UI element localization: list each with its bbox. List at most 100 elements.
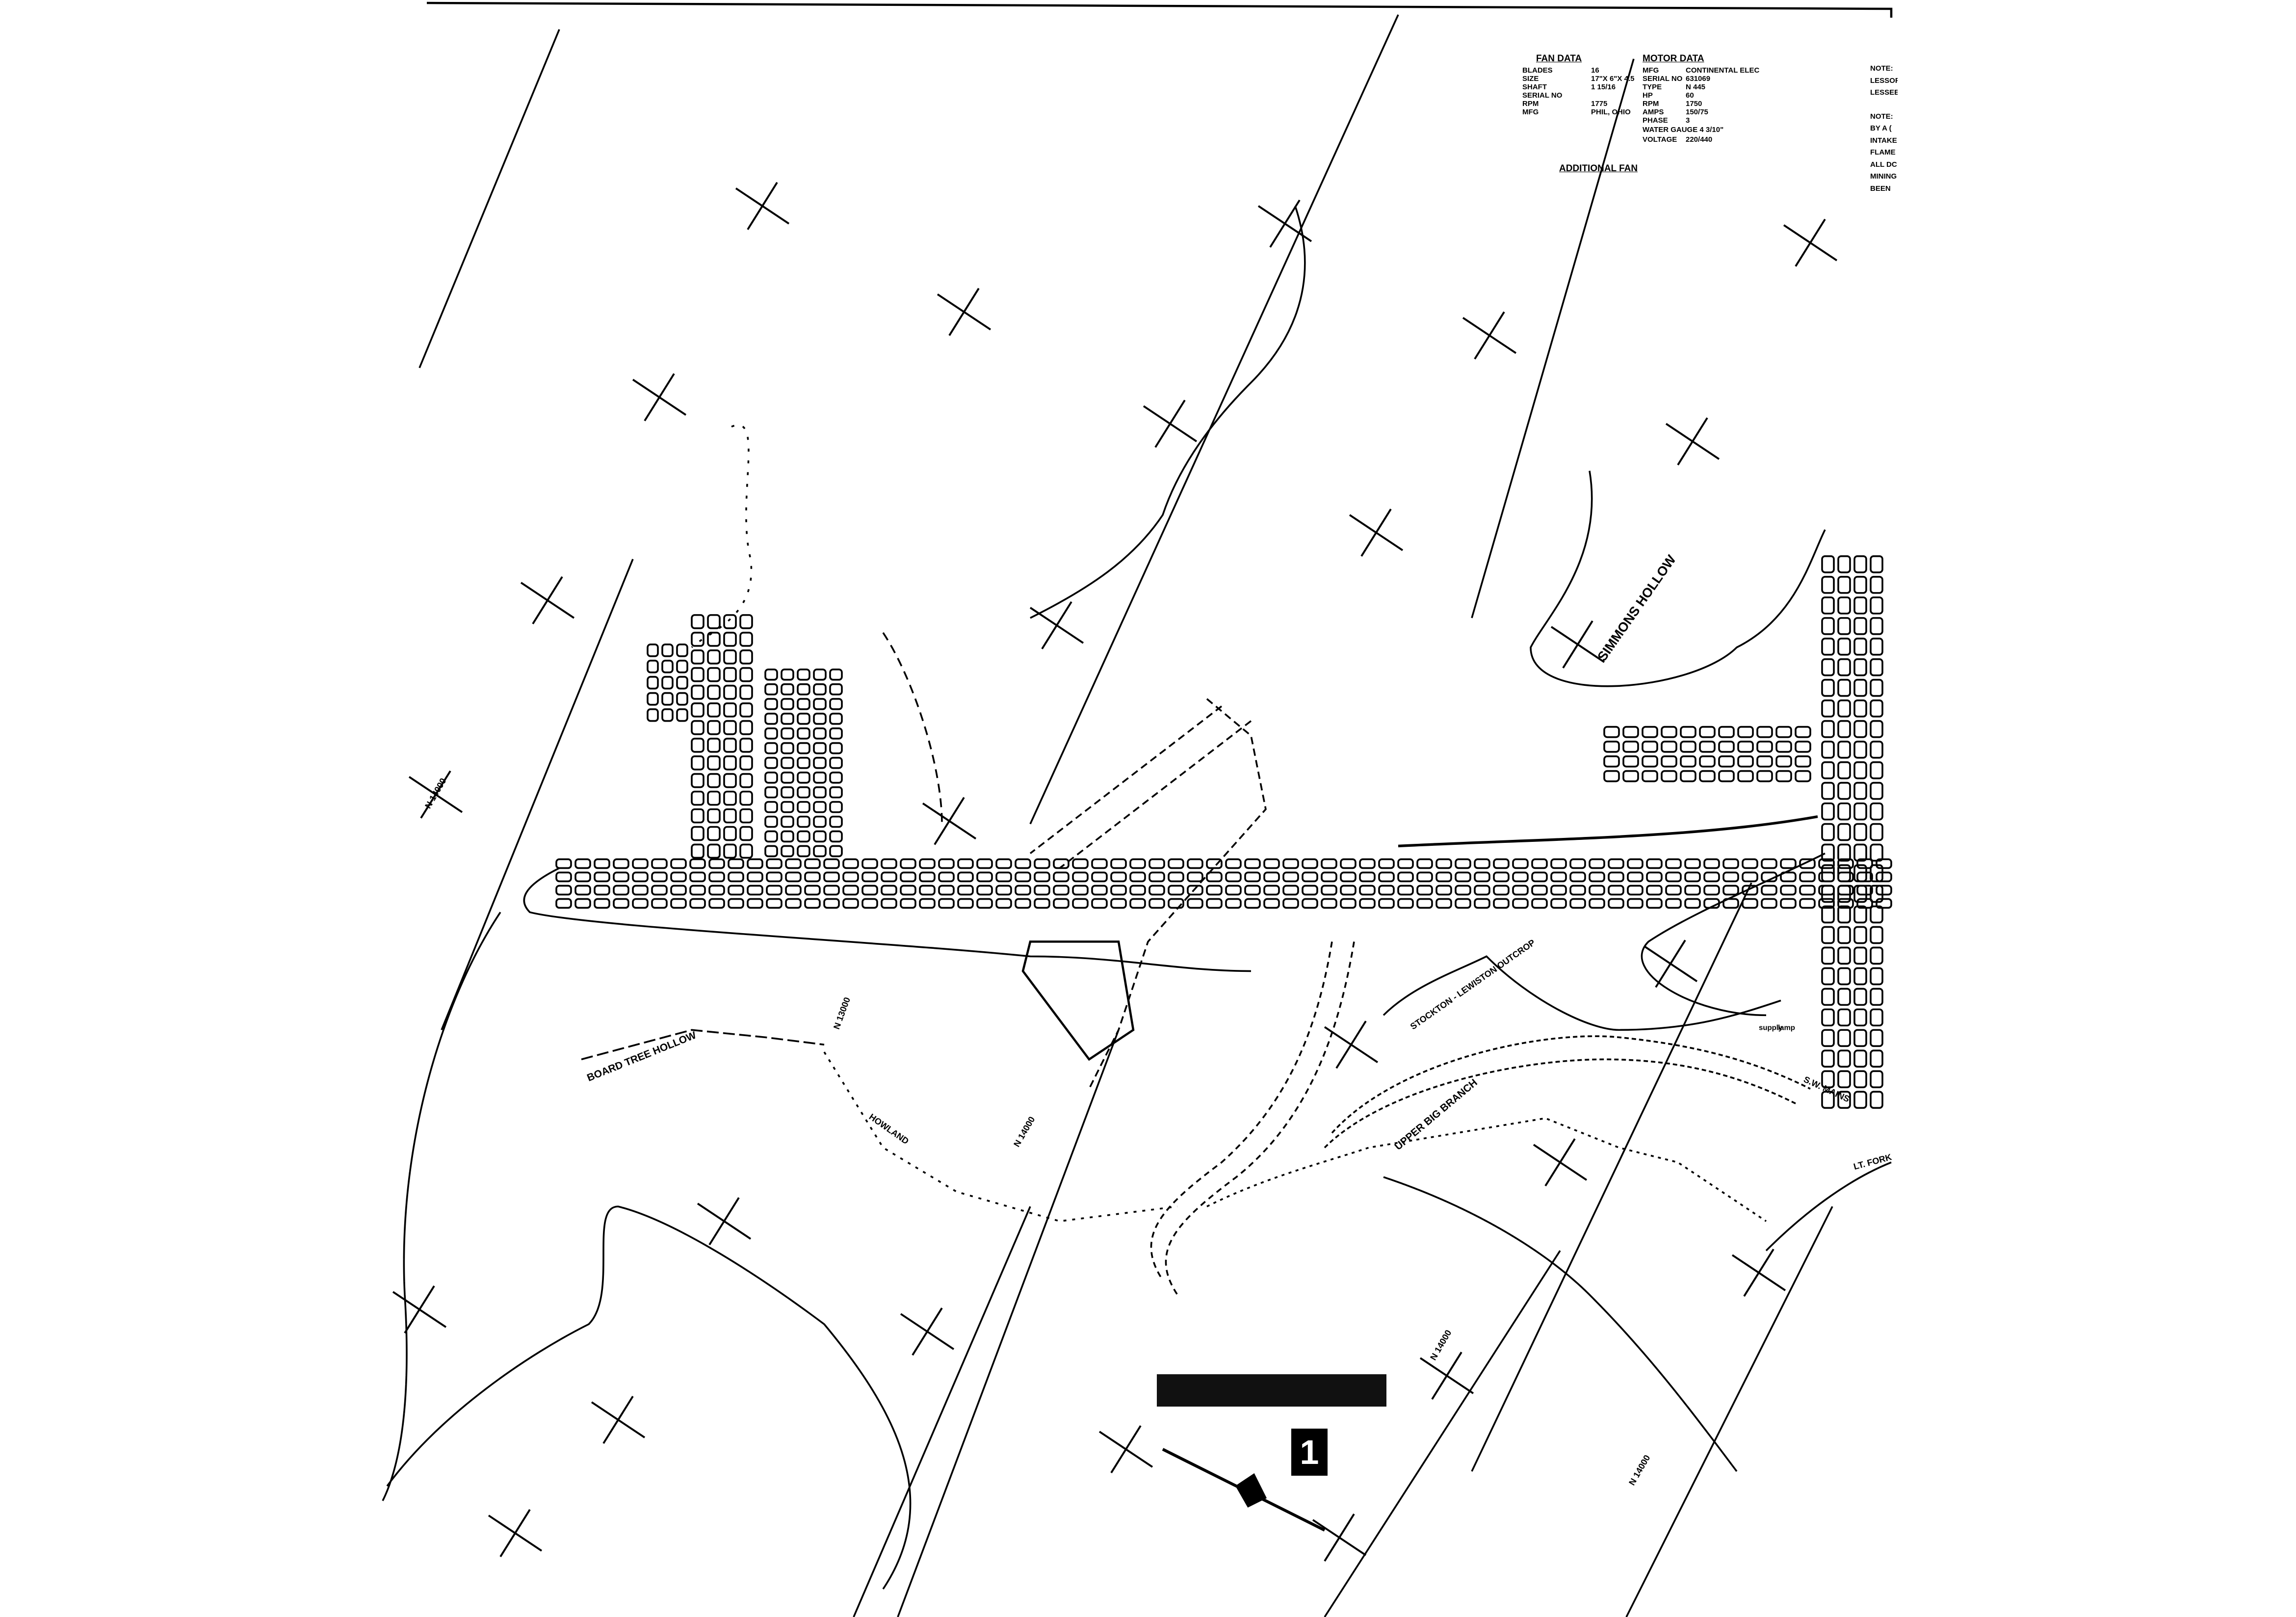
- pillar: [707, 614, 721, 629]
- pillar: [613, 858, 629, 869]
- pillar: [691, 790, 704, 806]
- grid-cross: [1335, 1020, 1367, 1069]
- pillar: [1853, 988, 1867, 1006]
- pillar: [689, 885, 706, 896]
- pillar: [900, 858, 916, 869]
- pillar: [1550, 858, 1567, 869]
- row-label: PHASE: [1643, 116, 1668, 125]
- pillar: [707, 773, 721, 788]
- pillar: [707, 631, 721, 647]
- pillar: [861, 898, 878, 909]
- pillar: [1837, 843, 1851, 862]
- pillar: [1416, 898, 1433, 909]
- pillar: [813, 815, 827, 828]
- pillar: [1870, 575, 1883, 594]
- pillar: [708, 885, 725, 896]
- pillar: [976, 898, 993, 909]
- pillar: [995, 871, 1012, 883]
- pillar: [1244, 885, 1261, 896]
- grid-cross: [1474, 311, 1505, 360]
- pillar: [829, 845, 843, 858]
- pillar: [676, 643, 688, 657]
- pillar: [1853, 1091, 1867, 1109]
- pillar: [670, 858, 687, 869]
- pillar: [1680, 726, 1696, 738]
- pillar: [676, 676, 688, 690]
- grid-cross: [747, 182, 778, 230]
- pillar: [781, 712, 794, 725]
- pillar: [1795, 740, 1811, 753]
- pillar: [632, 871, 649, 883]
- pillar: [1821, 555, 1835, 574]
- pillar: [919, 871, 936, 883]
- pillar: [1110, 858, 1127, 869]
- pillar: [1821, 843, 1835, 862]
- row-value: N 445: [1686, 83, 1706, 91]
- pillar: [1761, 885, 1777, 896]
- pillar: [1837, 699, 1851, 718]
- pillar: [1684, 858, 1701, 869]
- pillar: [1646, 871, 1663, 883]
- pillar: [707, 808, 721, 824]
- pillar: [1531, 885, 1548, 896]
- pillar: [764, 712, 778, 725]
- pillar: [574, 858, 591, 869]
- pillar: [813, 845, 827, 858]
- pillar: [1870, 905, 1883, 924]
- pillar: [1853, 678, 1867, 697]
- pillar: [764, 742, 778, 755]
- pillar: [1756, 740, 1773, 753]
- pillar: [1853, 617, 1867, 635]
- pillar: [1870, 678, 1883, 697]
- pillar: [1780, 885, 1797, 896]
- motor-data-title: MOTOR DATA: [1643, 53, 1704, 64]
- pillar: [1091, 885, 1108, 896]
- pillar: [804, 871, 821, 883]
- pillar: [1034, 898, 1050, 909]
- pillar: [1756, 770, 1773, 782]
- pillar: [957, 898, 974, 909]
- pillar: [1699, 755, 1716, 768]
- pillar: [1680, 755, 1696, 768]
- pillar: [1870, 926, 1883, 944]
- pillar: [1853, 720, 1867, 738]
- pillar: [1015, 898, 1031, 909]
- pillar: [1761, 858, 1777, 869]
- pillar: [739, 614, 753, 629]
- pillar: [1608, 898, 1624, 909]
- row-label: SHAFT: [1522, 83, 1547, 91]
- pillar: [707, 667, 721, 682]
- fan-data-title: FAN DATA: [1536, 53, 1582, 64]
- pillar: [842, 858, 859, 869]
- pillar: [1416, 858, 1433, 869]
- pillar: [1876, 885, 1892, 896]
- pillar: [691, 667, 704, 682]
- pillar: [1870, 658, 1883, 677]
- pillar: [1742, 858, 1758, 869]
- pillar: [1837, 596, 1851, 615]
- pillar: [613, 898, 629, 909]
- pillar: [1661, 770, 1677, 782]
- pillar: [651, 858, 668, 869]
- pillar: [764, 698, 778, 710]
- grid-cross: [1655, 939, 1686, 988]
- pillar: [739, 667, 753, 682]
- pillar: [1870, 864, 1883, 883]
- pillar: [723, 808, 737, 824]
- pillar: [723, 631, 737, 647]
- pillar: [861, 885, 878, 896]
- note-line: BY A (: [1870, 124, 1892, 132]
- pillar: [823, 885, 840, 896]
- pillar: [651, 898, 668, 909]
- label-n14000-mid: N 14000: [1012, 1115, 1037, 1148]
- pillar: [1680, 740, 1696, 753]
- pillar: [1821, 1029, 1835, 1047]
- pillar: [1569, 858, 1586, 869]
- pillar: [739, 790, 753, 806]
- pillar: [632, 898, 649, 909]
- pillar: [1853, 905, 1867, 924]
- pillar: [1646, 858, 1663, 869]
